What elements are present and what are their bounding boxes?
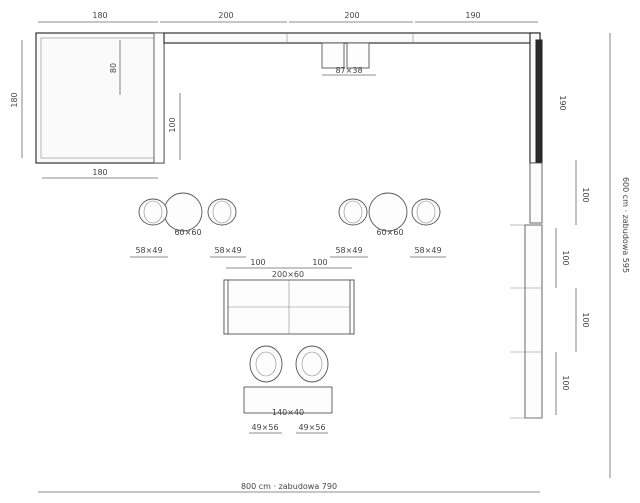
dim-coffee-140x40: 140×40 (272, 408, 304, 417)
dim-top-200a: 200 (218, 11, 233, 20)
dim-arm-49x56a: 49×56 (251, 423, 278, 432)
dim-top-180: 180 (92, 11, 107, 20)
dim-total-width: 800 cm · zabudowa 790 (241, 482, 337, 491)
dim-bench-100b: 100 (312, 258, 327, 267)
dim-chair-r1: 58×49 (335, 246, 362, 255)
dim-table-left: 60×60 (174, 228, 201, 237)
dim-top-190: 190 (465, 11, 480, 20)
dim-chair-l1: 58×49 (135, 246, 162, 255)
dim-bench-200x60: 200×60 (272, 270, 304, 279)
dim-bottom-180: 180 (92, 168, 107, 177)
corner-sofa: 180 80 100 180 (10, 32, 181, 179)
dim-right-100d: 100 (561, 375, 570, 390)
dining-set-right: 60×60 58×49 58×49 (330, 192, 446, 258)
dim-chair-l2: 58×49 (214, 246, 241, 255)
dim-arm-49x56b: 49×56 (298, 423, 325, 432)
dim-inner-80: 80 (109, 63, 118, 73)
dim-table-right: 60×60 (376, 228, 403, 237)
top-dimensions: 180 200 200 190 (38, 11, 538, 23)
right-counter: 190 100 100 100 100 600 cm · zabudowa 59… (510, 32, 630, 478)
dim-left-180: 180 (10, 92, 19, 107)
center-bench: 100 100 200×60 (223, 258, 355, 335)
dim-right-100a: 100 (581, 187, 590, 202)
dim-total-height: 600 cm · zabudowa 595 (621, 177, 630, 273)
lounge-area: 140×40 49×56 49×56 (243, 345, 333, 434)
dim-right-100b: 100 (561, 250, 570, 265)
dining-set-left: 60×60 58×49 58×49 (130, 192, 246, 258)
dim-inner-100: 100 (168, 117, 177, 132)
bottom-dimension: 800 cm · zabudowa 790 (38, 480, 540, 493)
dim-right-190: 190 (558, 95, 567, 110)
dim-chair-r2: 58×49 (414, 246, 441, 255)
dim-right-100c: 100 (581, 312, 590, 327)
dim-bench-100a: 100 (250, 258, 265, 267)
dim-sink-87x38: 87×38 (335, 66, 362, 75)
dim-top-200b: 200 (344, 11, 359, 20)
top-counter: 87×38 (163, 32, 541, 76)
